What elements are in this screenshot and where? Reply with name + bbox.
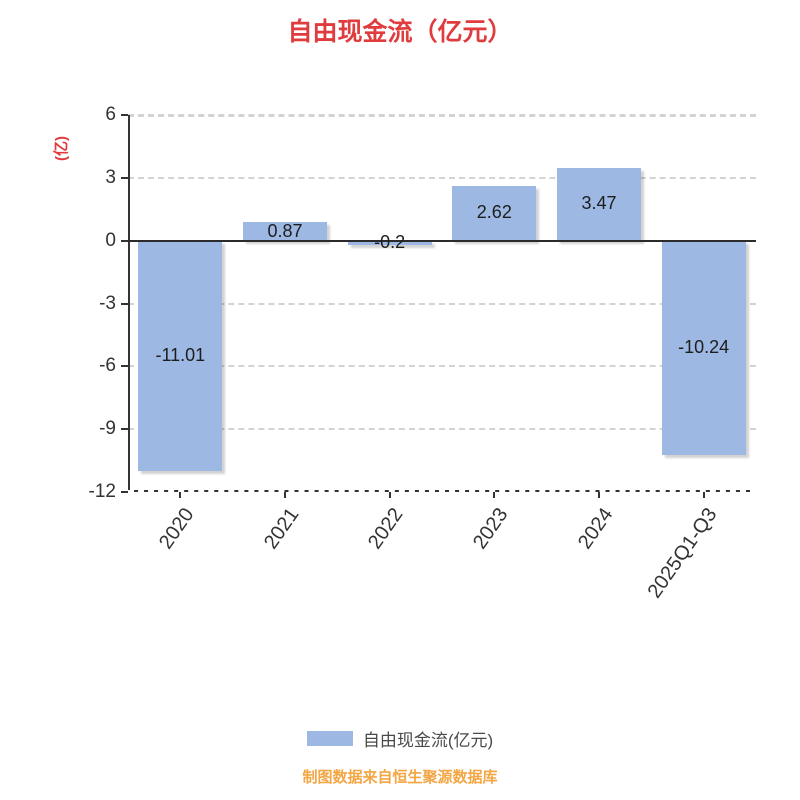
legend-label: 自由现金流(亿元) bbox=[362, 731, 494, 750]
bar bbox=[661, 240, 746, 456]
x-tick-mark bbox=[388, 492, 391, 498]
bar-value-label: 2.62 bbox=[476, 202, 512, 223]
bar bbox=[138, 240, 223, 472]
bar-value-label: 0.87 bbox=[267, 220, 303, 241]
x-tick-label: 2020 bbox=[154, 504, 199, 554]
y-tick-label: 6 bbox=[105, 104, 116, 125]
gridline bbox=[128, 365, 756, 368]
gridline bbox=[128, 490, 756, 492]
data-source-note: 制图数据来自恒生聚源数据库 bbox=[302, 769, 498, 786]
bar bbox=[243, 222, 327, 241]
y-tick-mark bbox=[121, 428, 128, 431]
bar bbox=[557, 167, 641, 241]
x-tick-mark bbox=[284, 492, 286, 498]
bar bbox=[347, 240, 432, 245]
x-tick-label: 2023 bbox=[468, 504, 513, 554]
bar-value-label: -11.01 bbox=[155, 344, 206, 365]
y-tick-mark bbox=[121, 176, 128, 179]
legend-swatch bbox=[306, 731, 353, 746]
y-tick-label: -9 bbox=[99, 418, 116, 440]
legend: 自由现金流(亿元) bbox=[0, 726, 800, 751]
gridline bbox=[128, 176, 756, 179]
x-tick-mark bbox=[179, 492, 182, 498]
y-tick-mark bbox=[121, 239, 128, 242]
y-axis-spine bbox=[128, 115, 130, 492]
x-tick-label: 2025Q1-Q3 bbox=[643, 504, 722, 603]
y-tick-mark bbox=[121, 365, 128, 368]
chart-title: 自由现金流（亿元） bbox=[287, 18, 513, 46]
y-tick-label: -6 bbox=[99, 355, 116, 377]
y-axis-unit-label: (亿) bbox=[53, 136, 70, 161]
plot-area: 6 3 0 -3 -6 -9 -12 -11.01 2020 0.87 2021 -0.2 2022 2.… bbox=[89, 104, 756, 602]
y-tick-label: -12 bbox=[88, 481, 116, 502]
y-tick-label: 3 bbox=[105, 166, 116, 188]
x-tick-mark bbox=[702, 492, 705, 498]
x-tick-mark bbox=[493, 492, 496, 498]
bar-value-label: -0.2 bbox=[374, 231, 406, 252]
y-tick-mark bbox=[121, 302, 128, 305]
x-tick-label: 2024 bbox=[573, 504, 618, 554]
bar-value-label: -10.24 bbox=[678, 336, 730, 357]
x-tick-label: 2021 bbox=[259, 504, 304, 554]
x-tick-mark bbox=[598, 492, 600, 498]
y-tick-mark bbox=[121, 491, 128, 493]
y-tick-label: -3 bbox=[99, 292, 116, 314]
gridline bbox=[128, 302, 756, 305]
y-tick-mark bbox=[121, 114, 128, 116]
bar bbox=[452, 185, 537, 241]
x-tick-label: 2022 bbox=[364, 504, 408, 554]
gridline bbox=[128, 428, 756, 431]
gridline bbox=[128, 115, 756, 117]
y-tick-label: 0 bbox=[105, 229, 116, 251]
zero-axis-line bbox=[128, 239, 756, 242]
bar-value-label: 3.47 bbox=[581, 193, 617, 214]
